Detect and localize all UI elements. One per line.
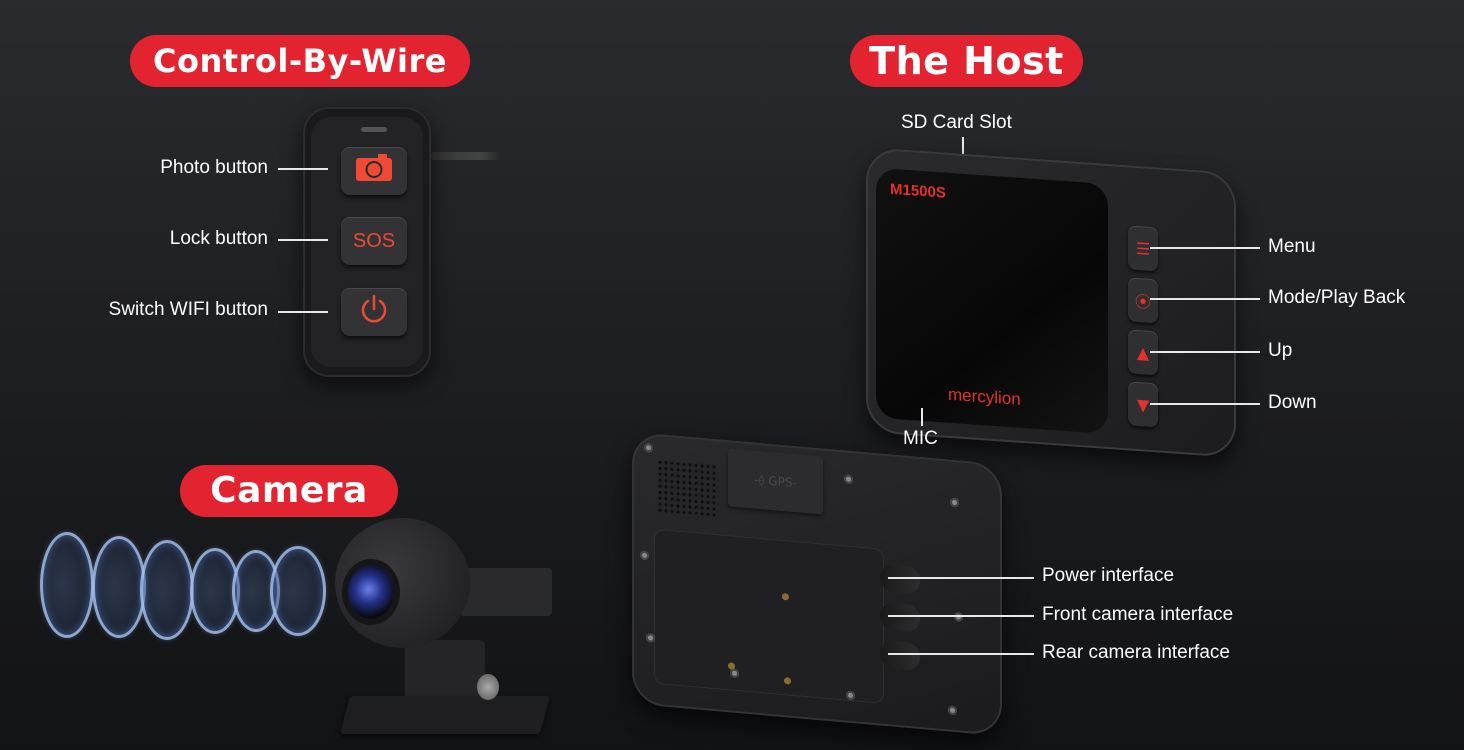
screw (646, 633, 655, 643)
power-icon (358, 293, 390, 331)
mount-pin (784, 677, 791, 685)
brand-logo: mercylion (948, 384, 1021, 409)
screw (730, 668, 739, 679)
screw (844, 474, 853, 485)
sos-lock-button[interactable]: SOS (341, 217, 407, 265)
up-leader-line (1150, 351, 1260, 353)
speaker-grill (657, 459, 719, 520)
mic-leader-line (921, 408, 923, 426)
camera-base-plate (339, 696, 551, 734)
the-host-badge: The Host (850, 35, 1083, 87)
menu-leader-line (1150, 247, 1260, 249)
screw (954, 611, 963, 622)
front-camera-interface-leader (888, 615, 1034, 617)
lens-element (190, 548, 240, 634)
photo-button[interactable] (341, 147, 407, 195)
mount-pin (782, 592, 789, 601)
mic-label: MIC (903, 428, 938, 449)
up-arrow-icon: ▲ (1136, 342, 1150, 363)
front-camera-port (880, 601, 920, 634)
sd-leader-line (962, 137, 964, 163)
camera-mount (460, 568, 552, 616)
photo-button-label: Photo button (160, 157, 268, 178)
model-name: M1500S (890, 180, 946, 202)
gps-module: -⟠ GPS- (728, 448, 823, 515)
host-screen: M1500S mercylion (876, 167, 1108, 434)
screw (948, 705, 957, 716)
screw (644, 442, 653, 453)
rear-camera-interface-leader (888, 653, 1034, 655)
menu-label: Menu (1268, 236, 1316, 257)
down-leader-line (1150, 403, 1260, 405)
camera-badge: Camera (180, 465, 398, 517)
down-label: Down (1268, 392, 1317, 413)
remote-cable (431, 152, 501, 160)
lens-element (270, 546, 326, 636)
remote-control: SOS (303, 107, 431, 377)
lens-element (40, 532, 94, 638)
mount-pin (728, 662, 735, 670)
rear-camera-interface-label: Rear camera interface (1042, 642, 1230, 663)
host-device-back: -⟠ GPS- (632, 431, 1002, 737)
power-port (880, 563, 920, 596)
mode-leader-line (1150, 298, 1260, 300)
rear-camera-port (880, 639, 920, 672)
screw (640, 550, 649, 561)
front-camera-interface-label: Front camera interface (1042, 604, 1234, 625)
down-arrow-icon: ▼ (1136, 394, 1150, 415)
power-interface-leader (888, 577, 1034, 579)
lens-element (140, 540, 194, 640)
lock-button-label: Lock button (169, 228, 268, 249)
sos-text: SOS (352, 229, 396, 252)
up-label: Up (1268, 340, 1293, 361)
mode-playback-icon: ⦿ (1134, 291, 1151, 312)
camera-bolt (477, 674, 499, 700)
mode-playback-button[interactable]: ⦿ (1128, 277, 1158, 324)
camera-bracket (405, 640, 485, 702)
mode-playback-label: Mode/Play Back (1268, 287, 1406, 308)
wifi-switch-button[interactable] (341, 288, 407, 336)
power-interface-label: Power interface (1042, 565, 1175, 586)
photo-leader-line (278, 168, 328, 170)
mount-plate (654, 528, 884, 704)
screw (846, 690, 855, 701)
camera-lens (348, 565, 394, 619)
lens-element (92, 536, 146, 638)
control-by-wire-badge: Control-By-Wire (130, 35, 470, 87)
remote-indicator-slot (361, 127, 387, 132)
lock-leader-line (278, 239, 328, 241)
wifi-leader-line (278, 311, 328, 313)
menu-icon: ☰ (1135, 238, 1151, 259)
camera-icon (354, 153, 394, 189)
wifi-button-label: Switch WIFI button (108, 299, 268, 320)
screw (950, 497, 959, 508)
sd-card-slot-label: SD Card Slot (901, 112, 1012, 133)
